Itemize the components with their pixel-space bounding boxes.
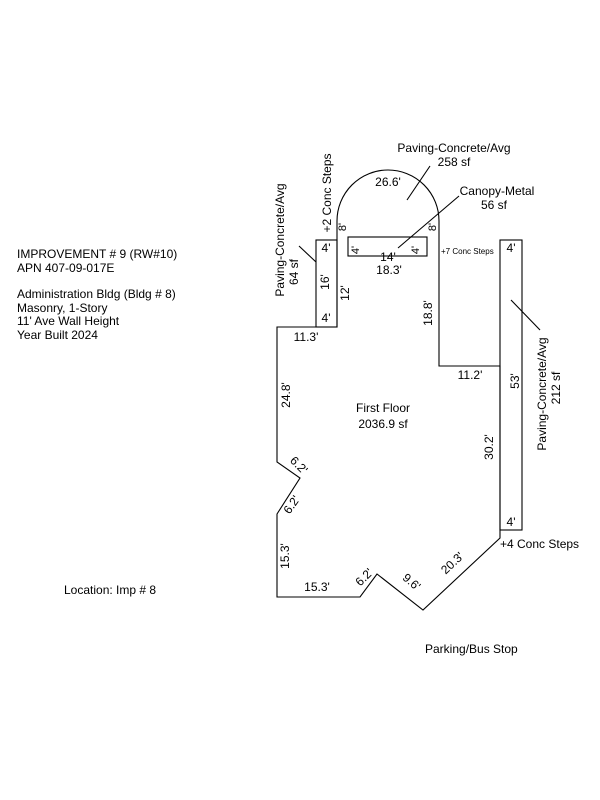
info-apn: APN 407-09-017E	[17, 260, 115, 275]
dim-left-strip-top: 4'	[322, 241, 331, 255]
canopy-area: 56 sf	[481, 198, 508, 212]
paving-right-label: Paving-Concrete/Avg	[535, 337, 549, 450]
dim-canopy-left: 4'	[350, 246, 362, 254]
dim-left-strip-bottom: 4'	[322, 311, 331, 325]
dim-left-upper: 24.8'	[279, 382, 293, 408]
dim-arc: 26.6'	[375, 175, 401, 189]
dim-bottom-c: 9.6'	[400, 570, 424, 593]
info-year-built: Year Built 2024	[17, 327, 98, 342]
info-wall-height: 11' Ave Wall Height	[17, 314, 120, 328]
first-floor-label: First Floor	[356, 401, 410, 415]
info-construction: Masonry, 1-Story	[17, 300, 108, 315]
arch-paving-outline	[336, 169, 440, 237]
info-block: IMPROVEMENT # 9 (RW#10) APN 407-09-017E …	[17, 247, 178, 342]
paving-left-label: Paving-Concrete/Avg	[273, 183, 287, 296]
dim-arc-right: 8'	[427, 223, 439, 231]
steps-2-label: +2 Conc Steps	[320, 153, 334, 232]
location-label: Location: Imp # 8	[64, 583, 157, 597]
info-building: Administration Bldg (Bldg # 8)	[17, 287, 176, 301]
dim-canopy-right: 4'	[410, 246, 422, 254]
dim-left-strip-mid: 16'	[318, 274, 332, 290]
leader-paving-left	[298, 245, 317, 263]
canopy-outline	[347, 236, 428, 257]
dim-right-wall: 30.2'	[482, 434, 496, 460]
paving-right-area: 212 sf	[549, 371, 563, 404]
left-paving-strip	[315, 239, 338, 328]
paving-left-area: 64 sf	[287, 258, 301, 285]
leader-paving-right	[510, 299, 541, 331]
dim-right-step: 11.2'	[458, 368, 483, 382]
dim-left-lower: 15.3'	[278, 543, 292, 569]
dim-right-strip-len: 53'	[508, 373, 522, 389]
dim-canopy-mid: 14'	[380, 250, 396, 264]
dim-right-upper: 18.8'	[421, 300, 435, 326]
dim-arc-left: 8'	[337, 223, 349, 231]
first-floor-area: 2036.9 sf	[358, 417, 408, 431]
dim-notch-a: 6.2'	[287, 454, 310, 477]
dim-right-strip-bottom: 4'	[507, 515, 516, 529]
dim-right-strip-top: 4'	[507, 241, 516, 255]
dim-notch-b: 6.2'	[281, 493, 303, 517]
steps-4-label: +4 Conc Steps	[500, 537, 579, 551]
steps-7-label: +7 Conc Steps	[441, 247, 494, 256]
paving-top-label: Paving-Concrete/Avg	[397, 141, 510, 155]
leader-canopy	[397, 195, 460, 249]
dim-top-left: 11.3'	[294, 330, 319, 344]
dim-bottom-b: 6.2'	[353, 566, 376, 589]
leader-paving-top	[406, 165, 431, 201]
dim-bottom-left: 15.3'	[304, 580, 330, 594]
info-improvement: IMPROVEMENT # 9 (RW#10)	[17, 247, 178, 261]
paving-top-area: 258 sf	[438, 155, 471, 169]
right-paving-strip	[499, 239, 523, 531]
canopy-label: Canopy-Metal	[460, 184, 535, 198]
dim-width-top: 18.3'	[376, 263, 402, 277]
dim-left-notch: 12'	[338, 285, 352, 301]
parking-label: Parking/Bus Stop	[425, 642, 518, 656]
